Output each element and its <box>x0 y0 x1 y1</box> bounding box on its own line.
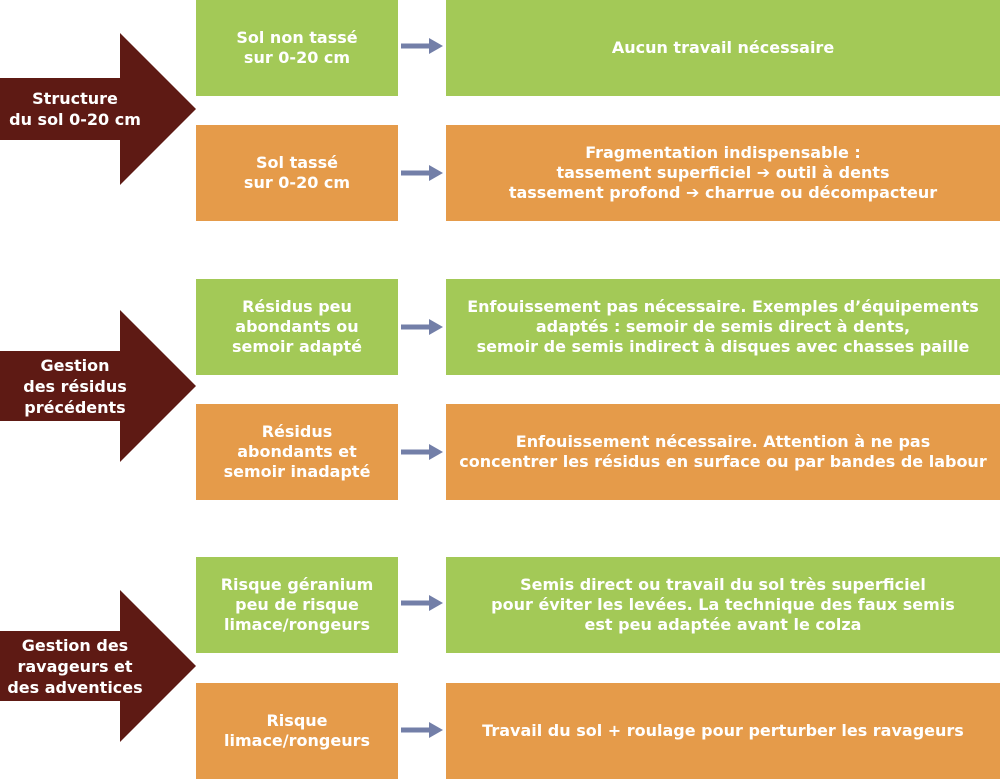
big-arrow-polygon <box>0 33 196 185</box>
small-arrow-icon <box>401 722 443 738</box>
section-title-structure: Structure du sol 0-20 cm <box>9 89 141 129</box>
big-arrow-shape <box>0 310 196 462</box>
section-arrow-ravageurs: Gestion des ravageurs et des adventices <box>0 590 196 742</box>
small-arrow-icon <box>401 444 443 460</box>
big-arrow-shape <box>0 590 196 742</box>
section-arrow-residus: Gestion des résidus précédents <box>0 310 196 462</box>
condition-box-risque-geranium: Risque géranium peu de risque limace/ron… <box>196 557 398 653</box>
action-box-semis-direct: Semis direct ou travail du sol très supe… <box>446 557 1000 653</box>
section-title-ravageurs: Gestion des ravageurs et des adventices <box>7 635 143 697</box>
big-arrow-polygon <box>0 590 196 742</box>
small-arrow-icon <box>401 165 443 181</box>
action-box-aucun-travail: Aucun travail nécessaire <box>446 0 1000 96</box>
small-arrow-icon <box>401 595 443 611</box>
big-arrow-polygon <box>0 310 196 462</box>
condition-box-sol-non-tasse: Sol non tassé sur 0-20 cm <box>196 0 398 96</box>
condition-box-sol-tasse: Sol tassé sur 0-20 cm <box>196 125 398 221</box>
action-box-enfouissement-necessaire: Enfouissement nécessaire. Attention à ne… <box>446 404 1000 500</box>
small-arrow-icon <box>401 319 443 335</box>
action-box-fragmentation: Fragmentation indispensable : tassement … <box>446 125 1000 221</box>
condition-box-residus-peu-abondants: Résidus peu abondants ou semoir adapté <box>196 279 398 375</box>
section-arrow-structure: Structure du sol 0-20 cm <box>0 33 196 185</box>
condition-box-residus-abondants: Résidus abondants et semoir inadapté <box>196 404 398 500</box>
big-arrow-shape <box>0 33 196 185</box>
action-box-travail-roulage: Travail du sol + roulage pour perturber … <box>446 683 1000 779</box>
action-box-enfouissement-pas-necessaire: Enfouissement pas nécessaire. Exemples d… <box>446 279 1000 375</box>
section-title-residus: Gestion des résidus précédents <box>23 355 127 417</box>
condition-box-risque-limace: Risque limace/rongeurs <box>196 683 398 779</box>
small-arrow-icon <box>401 38 443 54</box>
